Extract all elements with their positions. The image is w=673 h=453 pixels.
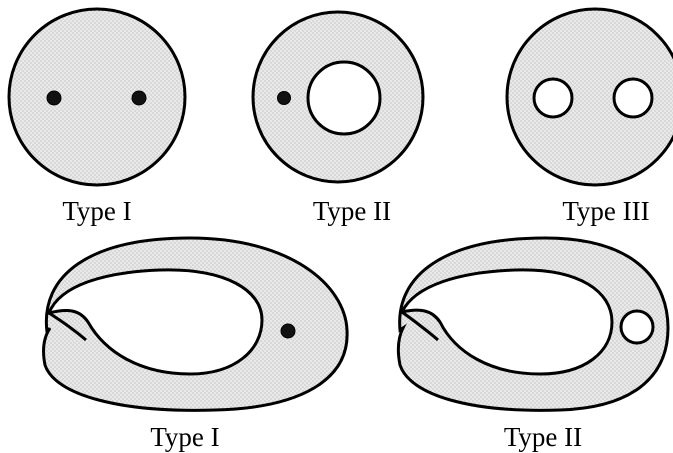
mobius-one-puncture-figure: Type I [42, 236, 349, 452]
disk-two-holes-figure: Type III [505, 7, 673, 226]
type-label: Type I [150, 422, 219, 452]
disk-outline [7, 7, 187, 187]
puncture-point [46, 90, 62, 106]
band-inner-region [399, 268, 614, 376]
mobius-one-hole-figure: Type II [396, 236, 670, 452]
band-twist-crossing [401, 310, 439, 342]
type-label: Type I [62, 196, 131, 226]
band-twist-crossing [48, 311, 87, 342]
band-inner-region [46, 268, 264, 376]
annulus-inner-hole [306, 60, 382, 136]
disk-outline [505, 7, 673, 187]
inner-hole [532, 77, 574, 119]
inner-hole [612, 77, 654, 119]
type-label: Type III [562, 196, 649, 226]
puncture-point [277, 91, 291, 105]
annulus-one-puncture-figure: Type II [251, 10, 425, 226]
disk-two-punctures-figure: Type I [7, 7, 187, 226]
type-label: Type II [313, 196, 391, 226]
puncture-point [280, 323, 296, 339]
type-label: Type II [504, 422, 582, 452]
puncture-point [131, 90, 147, 106]
inner-hole [619, 309, 655, 345]
